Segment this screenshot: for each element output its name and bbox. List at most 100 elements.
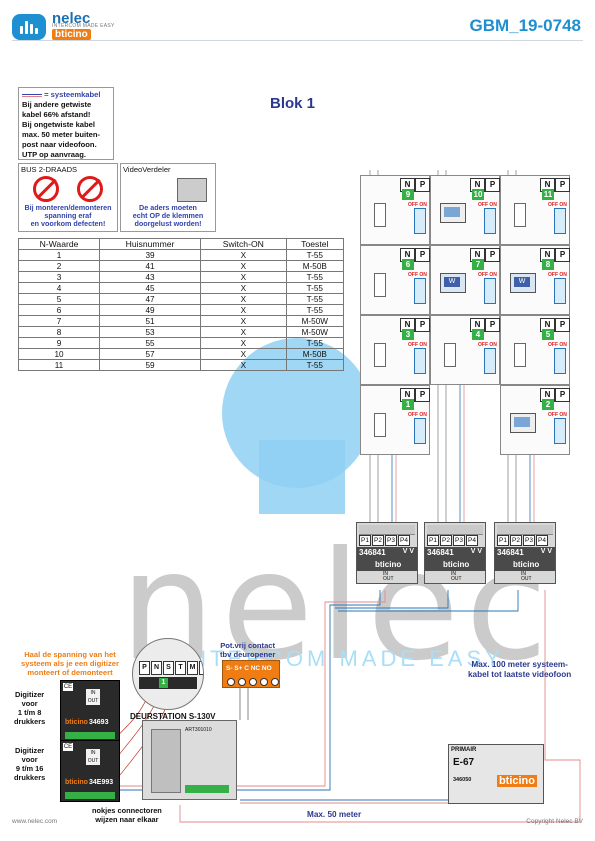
off-on-label: OFF ON (548, 412, 567, 418)
terminal-pin: N (151, 661, 162, 675)
videophone-m50w: W (510, 273, 536, 293)
terminal-block (554, 208, 566, 234)
n-value-badge: 11 (542, 189, 554, 200)
distributor-port: P4 (466, 535, 478, 546)
distributor-vv: V V (402, 548, 414, 555)
distributor-port: P3 (523, 535, 535, 546)
ce-mark: CE (63, 683, 73, 691)
door-station-title: DEURSTATION S-130V (130, 712, 216, 721)
relay-module: S- S+ C NC NO (222, 660, 280, 688)
footer-copyright: Copyright Nelec BV (526, 818, 583, 825)
video-box-title: VideoVerdeler (123, 165, 171, 174)
legend-line: UTP op aanvraag. (22, 150, 87, 159)
distributor-port: P2 (372, 535, 384, 546)
off-on-label: OFF ON (548, 342, 567, 348)
handset-t55 (444, 343, 456, 367)
table-cell: T-55 (285, 359, 345, 371)
videophone-m50 (510, 413, 536, 433)
handset-t55 (374, 413, 386, 437)
off-on-label: OFF ON (408, 412, 427, 418)
terminal-strip (65, 792, 115, 799)
n-value-badge: 3 (402, 329, 414, 340)
brand-name: nelec (52, 10, 91, 27)
max-100-note: Max. 100 meter systeem-kabel tot laatste… (468, 660, 572, 679)
terminal-strip (65, 732, 115, 739)
distributor-brand: bticino (443, 560, 470, 569)
terminal-block (554, 278, 566, 304)
terminal-block (484, 278, 496, 304)
no-plug-icon (33, 176, 59, 202)
legend-cable-label: = systeemkabel (22, 90, 110, 100)
door-station-panel (151, 729, 181, 793)
terminal-block (484, 348, 496, 374)
header-divider (12, 40, 583, 41)
n-value-badge: 2 (542, 399, 554, 410)
distributor-port: P2 (440, 535, 452, 546)
digitizer-brand: bticino (65, 719, 88, 726)
off-on-label: OFF ON (478, 272, 497, 278)
off-on-label: OFF ON (408, 202, 427, 208)
psu-model: E-67 (453, 757, 475, 768)
terminal-block (554, 418, 566, 444)
legend-line: post naar videofoon. (22, 140, 97, 149)
video-distributor-icon (177, 178, 207, 202)
distributor-vv: V V (540, 548, 552, 555)
off-on-label: OFF ON (408, 342, 427, 348)
off-on-label: OFF ON (548, 202, 567, 208)
distributor-port: P1 (427, 535, 439, 546)
distributor-port: P4 (398, 535, 410, 546)
terminal-block (484, 208, 496, 234)
handset-t55 (514, 343, 526, 367)
n-value-badge: 8 (542, 259, 554, 270)
terminal-detail-circle: PNSTMJ12 1 (132, 638, 204, 710)
distributor-port: P1 (359, 535, 371, 546)
footer-website: www.nelec.com (12, 818, 58, 825)
legend-line: max. 50 meter buiten- (22, 130, 101, 139)
distributor-port: P3 (385, 535, 397, 546)
terminal-pin: J (199, 661, 203, 675)
terminal-block (414, 348, 426, 374)
off-on-label: OFF ON (548, 272, 567, 278)
block-title: Blok 1 (270, 95, 316, 112)
off-on-label: OFF ON (478, 342, 497, 348)
digitizer-model: 34693 (89, 719, 109, 726)
legend-box: = systeemkabel Bij andere getwiste kabel… (18, 87, 114, 160)
distributor-port: P3 (453, 535, 465, 546)
terminal-pins: PNSTMJ12 (139, 661, 203, 675)
brand-partner: bticino (52, 29, 91, 40)
nelec-logo-icon (12, 14, 46, 40)
legend-line: Bij ongetwiste kabel (22, 120, 96, 129)
off-on-label: OFF ON (408, 272, 427, 278)
door-station-terminals (185, 785, 229, 793)
legend-line: Bij andere getwiste (22, 100, 92, 109)
table-cell: 55 (98, 337, 202, 349)
handset-t55 (374, 343, 386, 367)
max-50-note: Max. 50 meter (307, 810, 362, 819)
